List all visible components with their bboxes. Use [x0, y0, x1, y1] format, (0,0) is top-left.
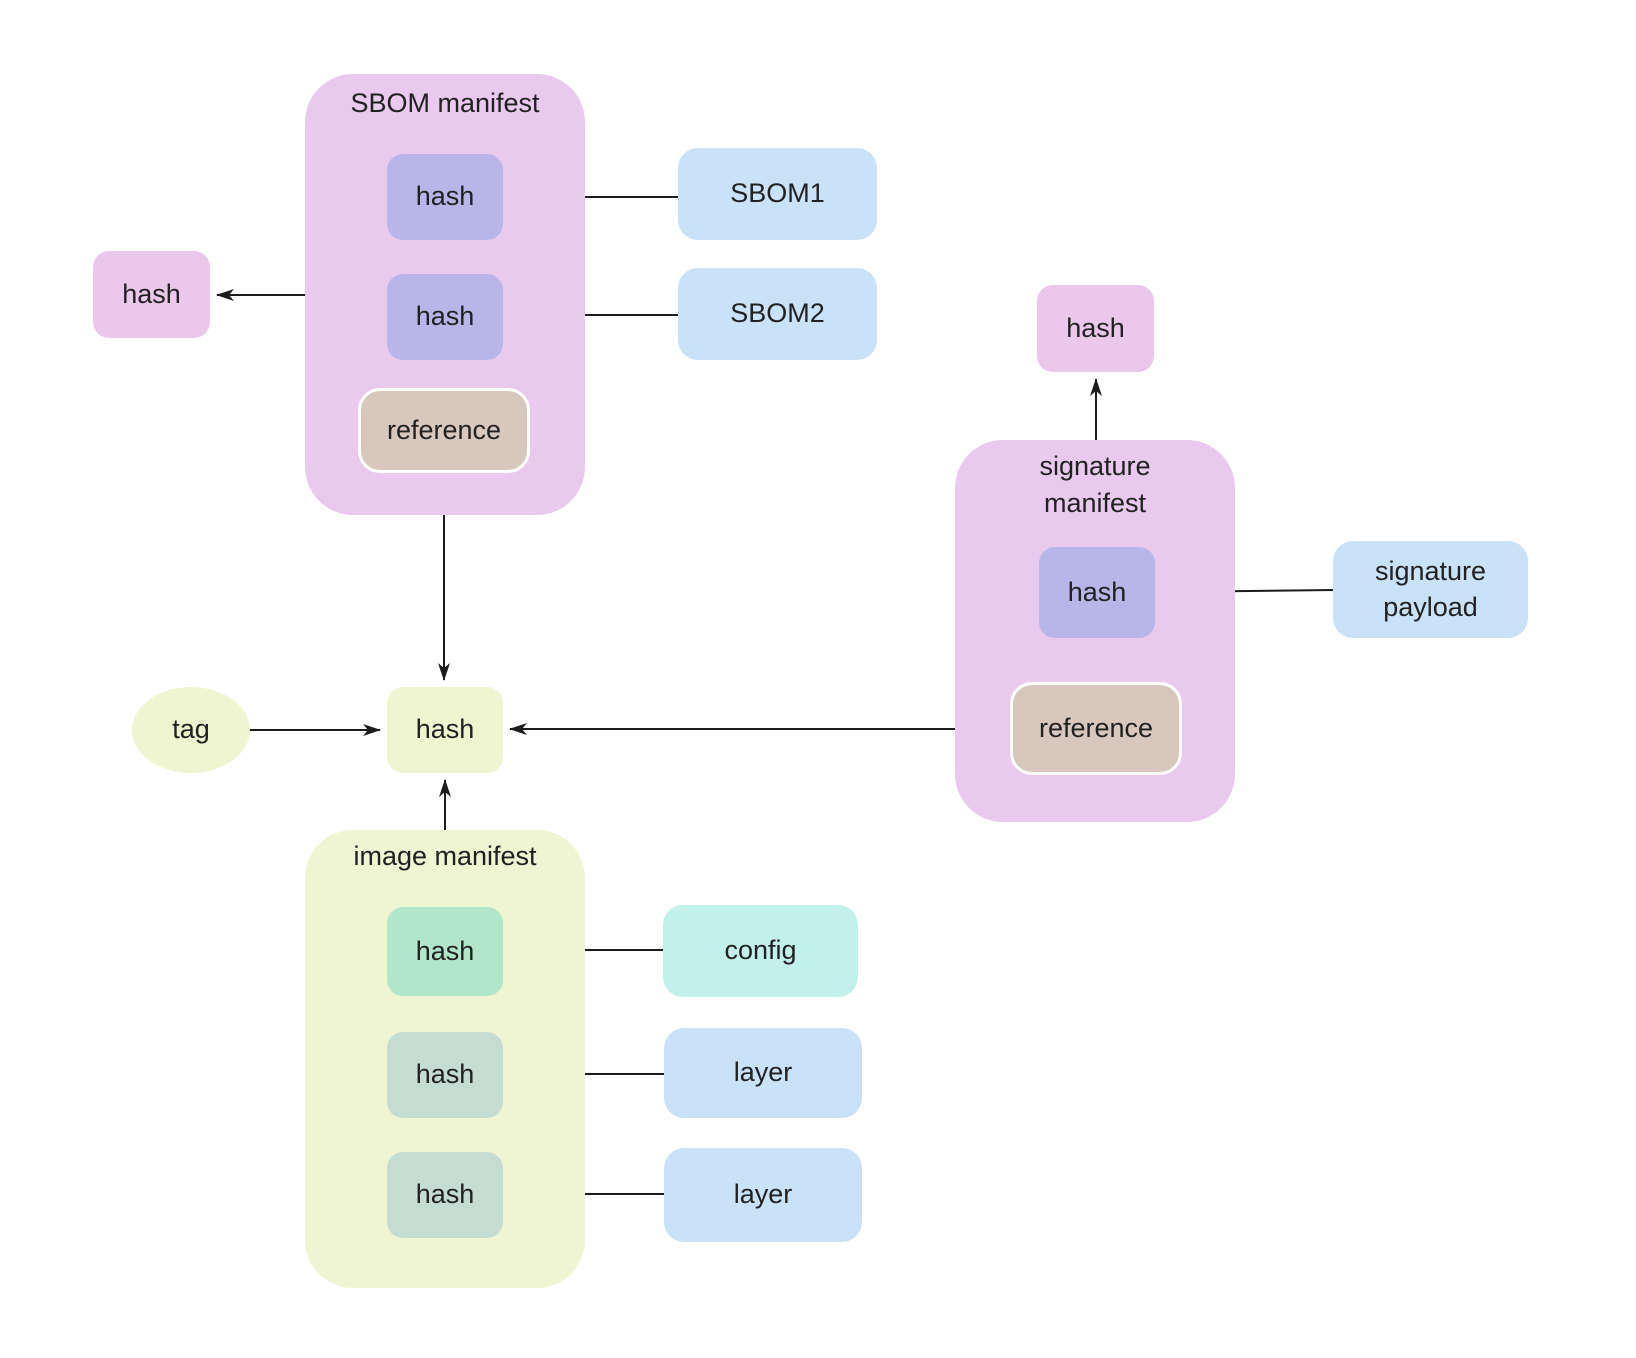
- sbom-hash-1-node: hash: [387, 154, 503, 240]
- sbom-hash-2-node: hash: [387, 274, 503, 360]
- tag-node: tag: [132, 687, 250, 773]
- top-right-hash-node: hash: [1037, 285, 1154, 372]
- sbom-manifest-title: SBOM manifest: [350, 88, 540, 118]
- config-node: config: [663, 905, 858, 997]
- signature-hash-node: hash: [1039, 547, 1155, 638]
- center-hash-node: hash: [387, 687, 503, 773]
- sbom-manifest-container: SBOM manifest hash hash reference: [305, 74, 585, 515]
- image-hash-config-node: hash: [387, 907, 503, 996]
- sbom-reference-node: reference: [358, 388, 530, 473]
- image-hash-layer1-node: hash: [387, 1032, 503, 1118]
- layer1-node: layer: [664, 1028, 862, 1118]
- sbom1-node: SBOM1: [678, 148, 877, 240]
- image-manifest-container: image manifest hash hash hash: [305, 830, 585, 1288]
- signature-reference-node: reference: [1010, 682, 1182, 775]
- signature-manifest-container: signature manifest hash reference: [955, 440, 1235, 822]
- sbom2-node: SBOM2: [678, 268, 877, 360]
- left-hash-node: hash: [93, 251, 210, 338]
- image-hash-layer2-node: hash: [387, 1152, 503, 1238]
- image-manifest-title: image manifest: [353, 841, 537, 871]
- signature-manifest-title: signature manifest: [1039, 451, 1151, 519]
- layer2-node: layer: [664, 1148, 862, 1242]
- signature-payload-node: signature payload: [1333, 541, 1528, 638]
